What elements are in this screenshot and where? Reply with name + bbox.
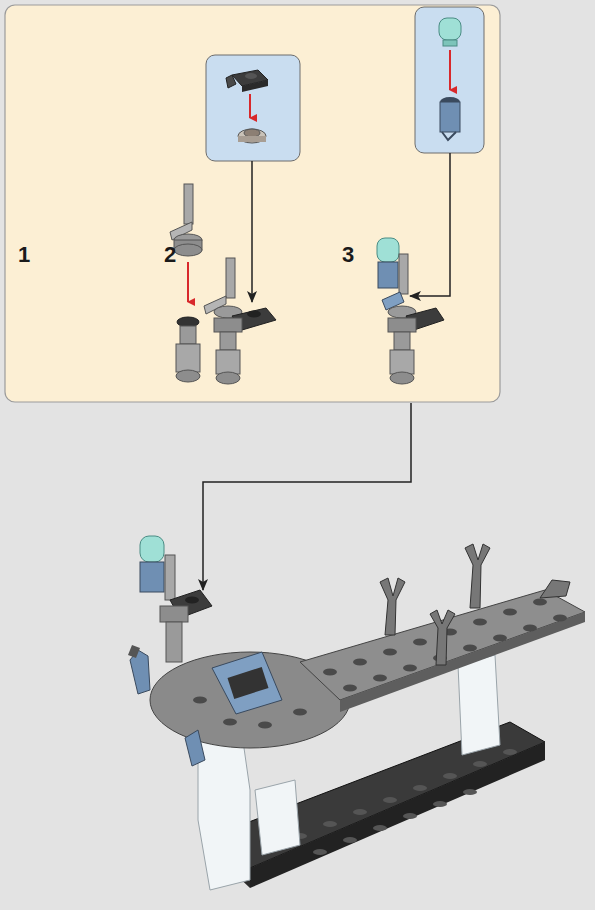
callout-number: 3 (342, 244, 354, 266)
step-2-parts (204, 70, 276, 384)
model-illustration (128, 536, 585, 890)
part-box (206, 55, 300, 161)
step-panel (5, 5, 500, 402)
step-3-parts (377, 18, 461, 384)
part-box (415, 7, 484, 153)
callout-number: 1 (18, 244, 30, 266)
step-1-parts (170, 184, 202, 382)
callout-number: 2 (164, 244, 176, 266)
leader-arrow (203, 403, 411, 590)
